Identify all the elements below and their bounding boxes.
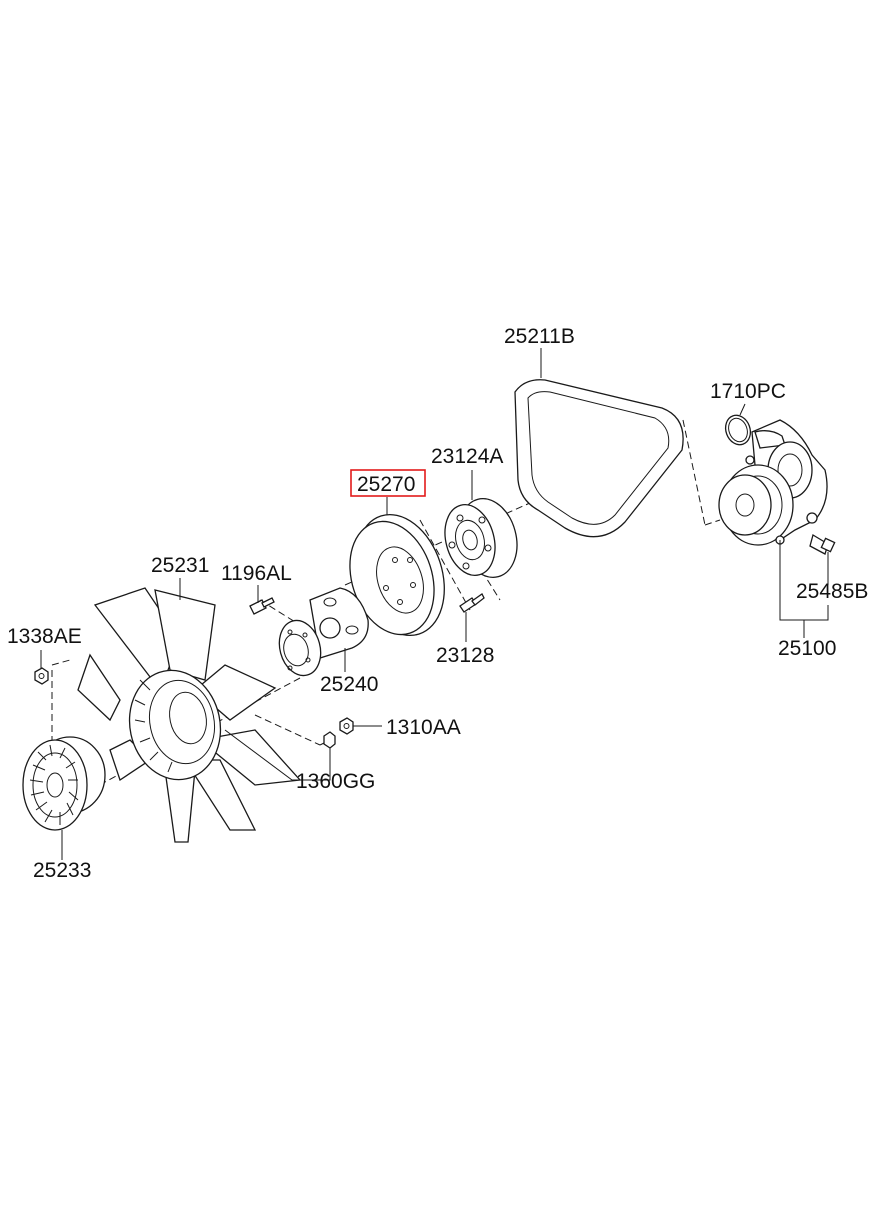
drive-belt-25211B[interactable] xyxy=(514,379,684,538)
water-pump-25100[interactable] xyxy=(718,419,828,546)
label-25211B[interactable]: 25211B xyxy=(504,325,575,348)
label-1338AE[interactable]: 1338AE xyxy=(7,625,82,648)
label-25485B[interactable]: 25485B xyxy=(796,580,868,603)
label-25231[interactable]: 25231 xyxy=(151,554,209,577)
fan-clutch-25233[interactable] xyxy=(22,736,106,831)
label-23128[interactable]: 23128 xyxy=(436,644,494,667)
label-1360GG[interactable]: 1360GG xyxy=(296,770,375,793)
leader-lines xyxy=(40,348,829,860)
nut-1338AE[interactable] xyxy=(34,667,49,685)
pulley-25270[interactable] xyxy=(336,503,459,647)
label-25100[interactable]: 25100 xyxy=(778,637,836,660)
sensor-fitting-25485B[interactable] xyxy=(809,534,836,555)
label-1710PC[interactable]: 1710PC xyxy=(710,380,786,403)
fan-spacer-25240[interactable] xyxy=(273,587,369,680)
o-ring-1710PC[interactable] xyxy=(722,412,755,448)
cooling-fan-25231[interactable] xyxy=(77,587,302,843)
pulley-hub-23124A[interactable] xyxy=(438,492,526,584)
nut-1310AA[interactable] xyxy=(339,717,354,735)
label-23124A[interactable]: 23124A xyxy=(431,445,503,468)
part-labels: 25211B 1710PC 23124A 25270 25231 1196AL … xyxy=(7,325,868,882)
washer-1360GG[interactable] xyxy=(323,731,336,749)
label-25270[interactable]: 25270 xyxy=(357,473,415,496)
bolt-23128[interactable] xyxy=(459,593,485,613)
label-1196AL[interactable]: 1196AL xyxy=(221,562,292,585)
label-25240[interactable]: 25240 xyxy=(320,673,378,696)
highlight-box-25270 xyxy=(350,469,426,497)
label-1310AA[interactable]: 1310AA xyxy=(386,716,461,739)
label-25233[interactable]: 25233 xyxy=(33,859,91,882)
